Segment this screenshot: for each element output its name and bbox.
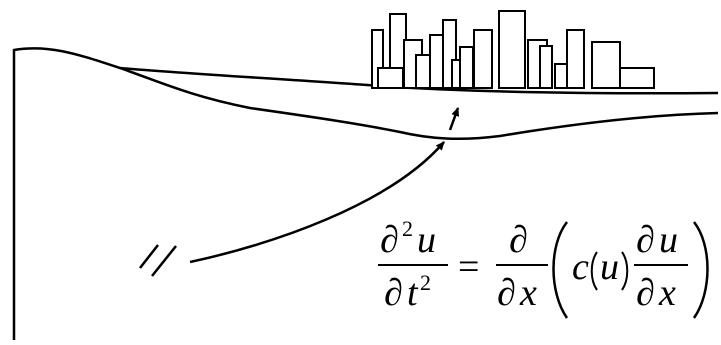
building bbox=[619, 67, 655, 89]
coefficient-u: u bbox=[600, 246, 619, 288]
building bbox=[498, 10, 526, 89]
ground-surface bbox=[12, 47, 719, 340]
coef-right-paren bbox=[621, 251, 629, 291]
building bbox=[539, 45, 553, 89]
lhs-denominator-var: t bbox=[407, 272, 419, 314]
right-big-paren bbox=[692, 221, 709, 319]
basin-to-city-arrow bbox=[448, 107, 460, 131]
rhs-operator-denominator-partial: ∂ bbox=[497, 272, 516, 314]
rhs-inner-denominator-var: x bbox=[658, 272, 676, 314]
building bbox=[591, 41, 621, 89]
lhs-denominator-partial: ∂ bbox=[384, 272, 403, 314]
rhs-inner-numerator-var: u bbox=[659, 219, 678, 261]
basin-boundary bbox=[119, 66, 719, 141]
lhs-numerator-superscript: 2 bbox=[402, 216, 413, 241]
wave-equation: ∂ 2 u ∂ t 2 = ∂ ∂ x c u ∂ u ∂ x bbox=[378, 216, 709, 319]
rhs-inner-denominator-partial: ∂ bbox=[636, 272, 655, 314]
lhs-numerator-var: u bbox=[417, 219, 436, 261]
rhs-operator-denominator-var: x bbox=[519, 272, 537, 314]
lhs-numerator-partial: ∂ bbox=[380, 219, 399, 261]
coef-left-paren bbox=[590, 251, 598, 291]
city-skyline bbox=[371, 10, 655, 89]
coefficient-c: c bbox=[572, 246, 589, 288]
lhs-denominator-superscript: 2 bbox=[420, 270, 431, 295]
building bbox=[377, 67, 404, 89]
building bbox=[459, 46, 474, 89]
left-big-paren bbox=[552, 221, 569, 319]
building bbox=[566, 29, 585, 89]
seismic-ray-arrow bbox=[189, 141, 445, 264]
fault-source-icon bbox=[139, 244, 177, 277]
rhs-operator-numerator: ∂ bbox=[509, 219, 528, 261]
rhs-inner-numerator-partial: ∂ bbox=[636, 219, 655, 261]
building bbox=[473, 29, 493, 89]
equals-sign: = bbox=[458, 246, 479, 288]
